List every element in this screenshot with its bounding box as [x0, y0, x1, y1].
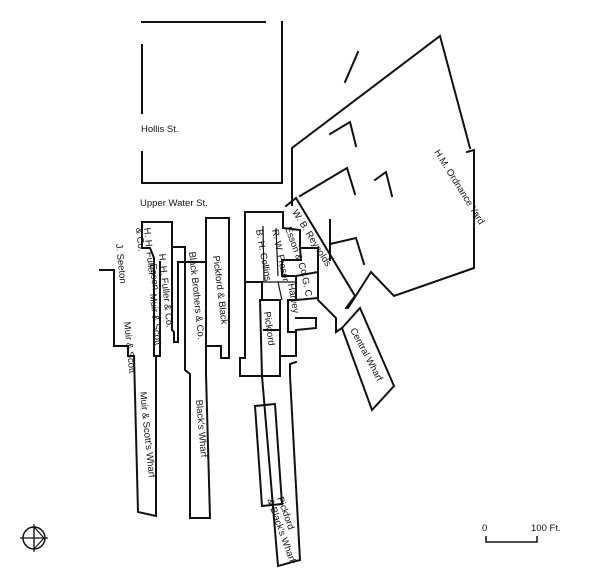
- collins-divider: [262, 225, 265, 283]
- pickford-black-label: Pickford & Black: [210, 255, 229, 325]
- black-brothers-mid: [171, 246, 186, 343]
- pickford-label: Pickford: [261, 311, 277, 347]
- black-wharf-label: Black's Wharf: [193, 399, 209, 458]
- fuller-label: H. H. Fuller: [141, 227, 157, 276]
- harvey-label: Harvey: [285, 283, 301, 315]
- harvey-divider: [277, 281, 283, 301]
- esson-fraser-divider: [275, 227, 279, 277]
- black-brothers-pier: [184, 261, 212, 519]
- muir-scott-small-label: Muir & Scott: [147, 293, 163, 346]
- fuller-pier: [141, 247, 161, 357]
- ordnance-yard-shore: [346, 148, 475, 310]
- ordnance-yard-step: [343, 50, 360, 84]
- ordnance-yard-boundary: [291, 34, 472, 206]
- compass-circle-icon: [20, 524, 48, 552]
- ordnance-yard-label: H.M. Ordnance Yard: [431, 148, 486, 227]
- pickford-black-wharf: [239, 357, 302, 568]
- scale-bar: [485, 536, 538, 543]
- central-wharf: [340, 306, 396, 412]
- upper-water-st-label: Upper Water St.: [140, 198, 208, 209]
- ordnance-yard-inner-1: [328, 120, 358, 148]
- gc-label: G. C.: [299, 276, 314, 300]
- muir-scott-wharf-label: Muir & Scott's Wharf: [137, 391, 157, 478]
- reynolds-wharf: [284, 196, 357, 310]
- gc-harvey-south: [294, 317, 317, 332]
- pickford-building: [258, 299, 281, 377]
- black-brothers-label: Black Brothers & Co.: [186, 251, 206, 340]
- esson-label: Esson: [147, 263, 161, 290]
- block-boundary-hollis-south: [141, 21, 283, 184]
- pickford-black-wharf-edge: [239, 279, 246, 359]
- gc-harvey-west: [299, 247, 319, 273]
- central-wharf-label: Central Wharf: [347, 326, 384, 383]
- pickford-dividers: [244, 281, 263, 301]
- ordnance-yard-inner-3: [373, 170, 394, 198]
- muir-scott-label: Muir & Scott: [121, 321, 137, 374]
- scale-zero-label: 0: [482, 523, 487, 534]
- ordnance-yard-inner-5: [328, 236, 366, 266]
- seeton-label: J. Seeton: [113, 243, 128, 284]
- gc-harvey-block: [294, 270, 319, 302]
- muir-scott-pier: [99, 269, 157, 518]
- scale-end-label: 100 Ft.: [531, 523, 561, 534]
- ordnance-yard-inner-2: [298, 166, 357, 198]
- collins-label: B. H. Collins: [253, 229, 273, 283]
- hollis-st-label: Hollis St.: [141, 124, 178, 135]
- pickford-black-pier-top: [205, 217, 230, 359]
- pickford-black-inner-basin: [253, 402, 284, 508]
- fuller-and-co-label: & Co.: [133, 227, 146, 252]
- central-wharf-link: [316, 298, 344, 334]
